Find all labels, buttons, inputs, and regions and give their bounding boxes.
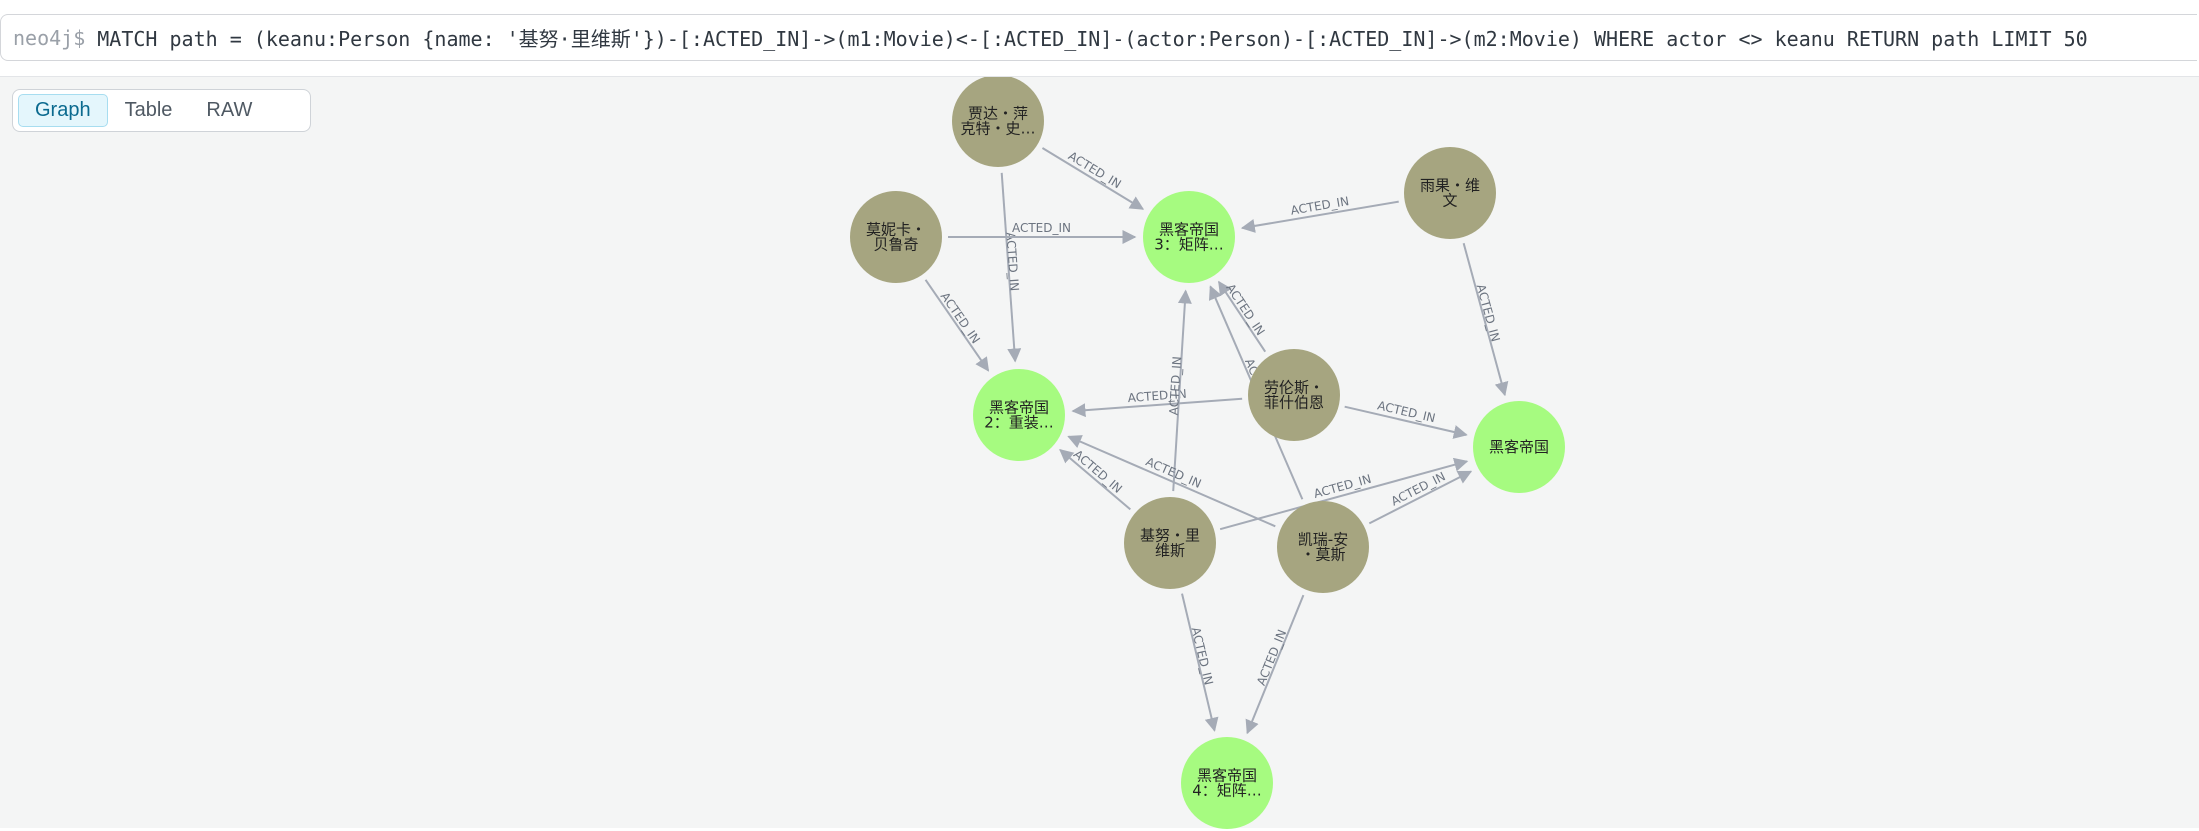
relationship[interactable]: ACTED_IN (1368, 469, 1473, 525)
person-node[interactable]: 贾达・萍克特・史… (952, 77, 1044, 167)
relationship-label: ACTED_IN (1167, 356, 1185, 416)
relationship-line[interactable] (1000, 172, 1022, 363)
relationship[interactable]: ACTED_IN (924, 279, 990, 372)
node-label: 黑客帝国 (1197, 767, 1257, 785)
node-circle[interactable] (952, 77, 1044, 167)
person-node[interactable]: 莫妮卡・贝鲁奇 (850, 191, 942, 283)
relationship[interactable]: ACTED_IN (1240, 194, 1399, 233)
query-prompt: neo4j$ (13, 25, 86, 50)
relationship-label: ACTED_IN (1474, 283, 1503, 344)
node-circle[interactable] (1181, 737, 1273, 829)
node-label: 贾达・萍 (968, 105, 1028, 123)
node-label: 黑客帝国 (989, 399, 1049, 417)
view-tabs: Graph Table RAW (12, 89, 311, 132)
node-label: 凯瑞-安 (1298, 531, 1348, 549)
node-label: 贝鲁奇 (873, 236, 918, 254)
relationship-line[interactable] (1368, 470, 1473, 525)
node-label: 3：矩阵… (1154, 236, 1224, 254)
relationship-line[interactable] (1240, 200, 1399, 233)
relationship[interactable]: ACTED_IN (1218, 280, 1268, 353)
graph-canvas[interactable]: ACTED_INACTED_INACTED_INACTED_INACTED_IN… (0, 77, 2199, 829)
node-label: 菲什伯恩 (1264, 394, 1324, 412)
relationship-line[interactable] (1344, 405, 1468, 439)
relationship-line[interactable] (1181, 593, 1219, 732)
node-circle[interactable] (1404, 147, 1496, 239)
nodes-layer: 贾达・萍克特・史…莫妮卡・贝鲁奇雨果・维文劳伦斯・菲什伯恩基努・里维斯凯瑞-安・… (850, 77, 1565, 829)
movie-node[interactable]: 黑客帝国 (1473, 401, 1565, 493)
relationship[interactable]: ACTED_IN (1167, 289, 1192, 492)
relationship-label: ACTED_IN (938, 290, 983, 347)
node-label: 4：矩阵… (1192, 782, 1262, 800)
node-circle[interactable] (1143, 191, 1235, 283)
relationship[interactable]: ACTED_IN (1059, 447, 1131, 511)
relationship-line[interactable] (1041, 147, 1145, 210)
node-label: 文 (1442, 192, 1457, 210)
tab-raw[interactable]: RAW (206, 99, 253, 121)
relationship[interactable]: ACTED_IN (1181, 593, 1219, 732)
node-label: 劳伦斯・ (1264, 379, 1324, 397)
relationship-label: ACTED_IN (1312, 472, 1373, 501)
node-label: 黑客帝国 (1489, 438, 1549, 456)
relationship[interactable]: ACTED_IN (1462, 242, 1509, 397)
relationship[interactable]: ACTED_IN (1071, 387, 1243, 418)
node-label: 黑客帝国 (1159, 221, 1219, 239)
query-text[interactable]: MATCH path = (keanu:Person {name: '基努·里维… (97, 27, 2088, 51)
relationship[interactable]: ACTED_IN (948, 221, 1137, 244)
node-circle[interactable] (1473, 401, 1565, 493)
relationship-label: ACTED_IN (1071, 447, 1125, 496)
relationship-line[interactable] (1219, 457, 1469, 531)
movie-node[interactable]: 黑客帝国4：矩阵… (1181, 737, 1273, 829)
node-label: 基努・里 (1140, 527, 1200, 545)
person-node[interactable]: 基努・里维斯 (1124, 497, 1216, 589)
relationship-line[interactable] (1059, 449, 1131, 511)
node-circle[interactable] (1277, 501, 1369, 593)
relationship-label: ACTED_IN (1012, 221, 1071, 235)
node-label: 莫妮卡・ (866, 221, 926, 239)
relationship[interactable]: ACTED_IN (1344, 398, 1468, 439)
node-label: 2：重装… (984, 414, 1054, 432)
node-circle[interactable] (973, 369, 1065, 461)
relationship[interactable]: ACTED_IN (1000, 172, 1022, 363)
person-node[interactable]: 劳伦斯・菲什伯恩 (1248, 349, 1340, 441)
movie-node[interactable]: 黑客帝国3：矩阵… (1143, 191, 1235, 283)
node-label: 雨果・维 (1420, 177, 1480, 195)
relationship-line[interactable] (1071, 397, 1243, 418)
movie-node[interactable]: 黑客帝国2：重装… (973, 369, 1065, 461)
node-circle[interactable] (850, 191, 942, 283)
node-label: 维斯 (1155, 542, 1185, 560)
node-label: ・莫斯 (1300, 546, 1345, 564)
relationship[interactable]: ACTED_IN (1041, 147, 1145, 210)
node-label: 克特・史… (960, 120, 1035, 138)
person-node[interactable]: 雨果・维文 (1404, 147, 1496, 239)
relationship-line[interactable] (1218, 280, 1267, 353)
relationship-label: ACTED_IN (1254, 628, 1289, 688)
node-circle[interactable] (1248, 349, 1340, 441)
relationship-label: ACTED_IN (1127, 387, 1187, 405)
tab-graph[interactable]: Graph (18, 94, 108, 127)
relationship-label: ACTED_IN (1189, 626, 1216, 687)
person-node[interactable]: 凯瑞-安・莫斯 (1277, 501, 1369, 593)
relationship-line[interactable] (1067, 435, 1276, 528)
tab-table[interactable]: Table (124, 99, 173, 121)
node-circle[interactable] (1124, 497, 1216, 589)
relationship-line[interactable] (1172, 289, 1192, 492)
relationship-label: ACTED_IN (1066, 149, 1124, 192)
relationship-line[interactable] (1245, 594, 1305, 735)
relationship-line[interactable] (924, 279, 990, 372)
relationship-line[interactable] (1462, 242, 1509, 397)
query-editor[interactable]: neo4j$ MATCH path = (keanu:Person {name:… (0, 14, 2197, 61)
relationship[interactable]: ACTED_IN (1245, 594, 1305, 735)
relationship-label: ACTED_IN (1003, 232, 1021, 292)
